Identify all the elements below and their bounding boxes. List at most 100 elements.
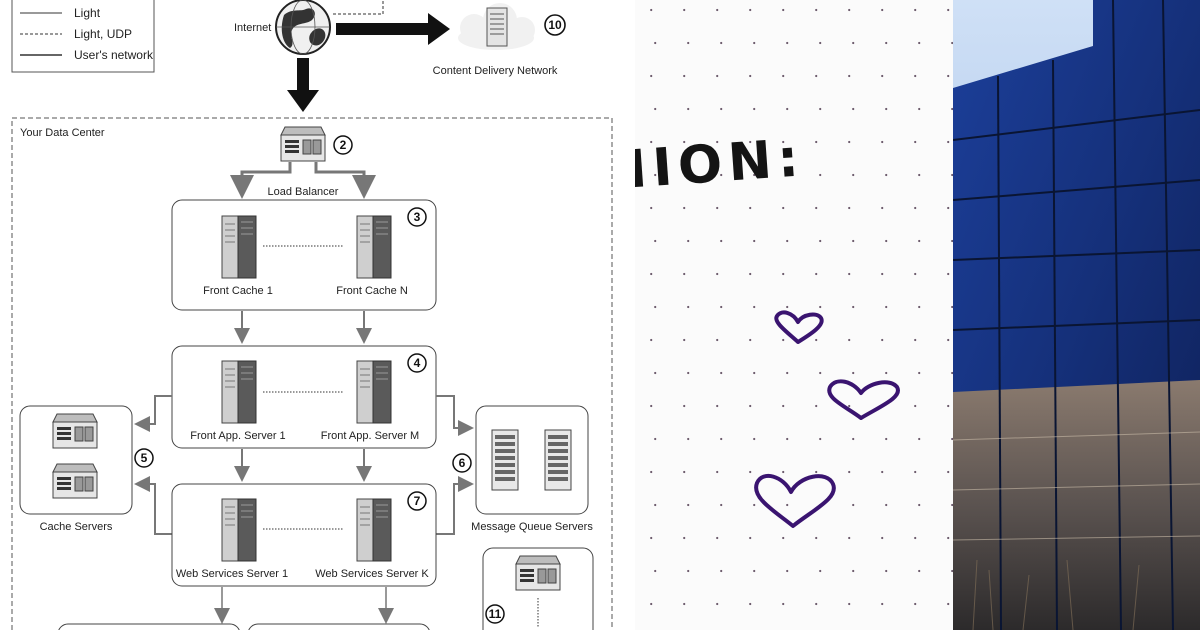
grid-dot xyxy=(650,536,653,540)
grid-dot xyxy=(654,173,657,177)
grid-dot xyxy=(815,536,818,540)
grid-dot xyxy=(852,239,855,243)
grid-dot xyxy=(786,239,789,243)
grid-dot xyxy=(683,206,686,210)
grid-dot xyxy=(951,305,953,309)
grid-dot xyxy=(753,239,756,243)
grid-dot xyxy=(683,602,686,606)
grid-dot xyxy=(683,470,686,474)
grid-dot xyxy=(918,41,921,45)
grid-dot xyxy=(749,74,752,78)
building-photo xyxy=(953,0,1200,630)
grid-dot xyxy=(683,404,686,408)
grid-dot xyxy=(918,503,921,507)
grid-dot xyxy=(753,371,756,375)
web-services-1-label: Web Services Server 1 xyxy=(176,568,288,580)
front-cache-number: 3 xyxy=(414,210,421,224)
grid-dot xyxy=(720,569,723,573)
grid-dot xyxy=(852,41,855,45)
grid-dot xyxy=(947,206,950,210)
grid-dot xyxy=(782,338,785,342)
grid-dot xyxy=(782,404,785,408)
grid-dot xyxy=(786,371,789,375)
dot-grid xyxy=(650,8,953,606)
mq-server-1-icon xyxy=(491,429,519,491)
grid-dot xyxy=(815,338,818,342)
grid-dot xyxy=(819,371,822,375)
grid-dot xyxy=(720,41,723,45)
grid-dot xyxy=(786,173,789,177)
cache-servers-number: 5 xyxy=(141,451,148,465)
grid-dot xyxy=(852,569,855,573)
group-11-number: 11 xyxy=(489,607,502,621)
grid-dot xyxy=(852,305,855,309)
front-app-1-label: Front App. Server 1 xyxy=(190,430,285,442)
heart-icon xyxy=(754,473,836,528)
grid-dot xyxy=(650,8,653,12)
bottom-left-group xyxy=(58,623,240,630)
grid-dot xyxy=(753,503,756,507)
cache-server-1-icon xyxy=(52,413,98,449)
grid-dot xyxy=(654,107,657,111)
grid-dot xyxy=(881,8,884,12)
grid-dot xyxy=(749,404,752,408)
grid-dot xyxy=(819,41,822,45)
grid-dot xyxy=(815,272,818,276)
grid-dot xyxy=(720,239,723,243)
grid-dot xyxy=(687,371,690,375)
grid-dot xyxy=(947,8,950,12)
grid-dot xyxy=(819,569,822,573)
grid-dot xyxy=(881,602,884,606)
grid-dot xyxy=(852,107,855,111)
grid-dot xyxy=(914,74,917,78)
grid-dot xyxy=(951,41,953,45)
grid-dot xyxy=(786,437,789,441)
grid-dot xyxy=(881,470,884,474)
grid-dot xyxy=(720,503,723,507)
grid-dot xyxy=(654,239,657,243)
grid-dot xyxy=(753,437,756,441)
grid-dot xyxy=(650,602,653,606)
grid-dot xyxy=(749,338,752,342)
grid-dot xyxy=(881,272,884,276)
grid-dot xyxy=(951,437,953,441)
grid-dot xyxy=(918,305,921,309)
grid-dot xyxy=(654,305,657,309)
grid-dot xyxy=(914,404,917,408)
grid-dot xyxy=(654,569,657,573)
grid-dot xyxy=(914,470,917,474)
grid-dot xyxy=(848,470,851,474)
grid-dot xyxy=(786,503,789,507)
web-services-k-label: Web Services Server K xyxy=(315,568,429,580)
grid-dot xyxy=(951,239,953,243)
grid-dot xyxy=(951,569,953,573)
grid-dot xyxy=(951,371,953,375)
grid-dot xyxy=(815,470,818,474)
grid-dot xyxy=(914,536,917,540)
grid-dot xyxy=(716,404,719,408)
internet-label: Internet xyxy=(234,22,271,34)
grid-dot xyxy=(947,272,950,276)
grid-dot xyxy=(947,74,950,78)
grid-dot xyxy=(782,536,785,540)
grid-dot xyxy=(720,173,723,177)
grid-dot xyxy=(650,140,653,144)
grid-dot xyxy=(918,569,921,573)
grid-dot xyxy=(947,404,950,408)
front-app-m-label: Front App. Server M xyxy=(321,430,419,442)
grid-dot xyxy=(848,272,851,276)
grid-dot xyxy=(720,437,723,441)
grid-dot xyxy=(786,107,789,111)
grid-dot xyxy=(848,206,851,210)
grid-dot xyxy=(753,107,756,111)
grid-dot xyxy=(749,602,752,606)
mq-server-2-icon xyxy=(544,429,572,491)
internet-to-datacenter-arrow xyxy=(287,58,319,112)
load-balancer-number: 2 xyxy=(340,138,347,152)
grid-dot xyxy=(914,602,917,606)
grid-dot xyxy=(650,74,653,78)
handwritten-text: IION: xyxy=(635,128,806,200)
grid-dot xyxy=(716,536,719,540)
grid-dot xyxy=(786,41,789,45)
grid-dot xyxy=(848,338,851,342)
